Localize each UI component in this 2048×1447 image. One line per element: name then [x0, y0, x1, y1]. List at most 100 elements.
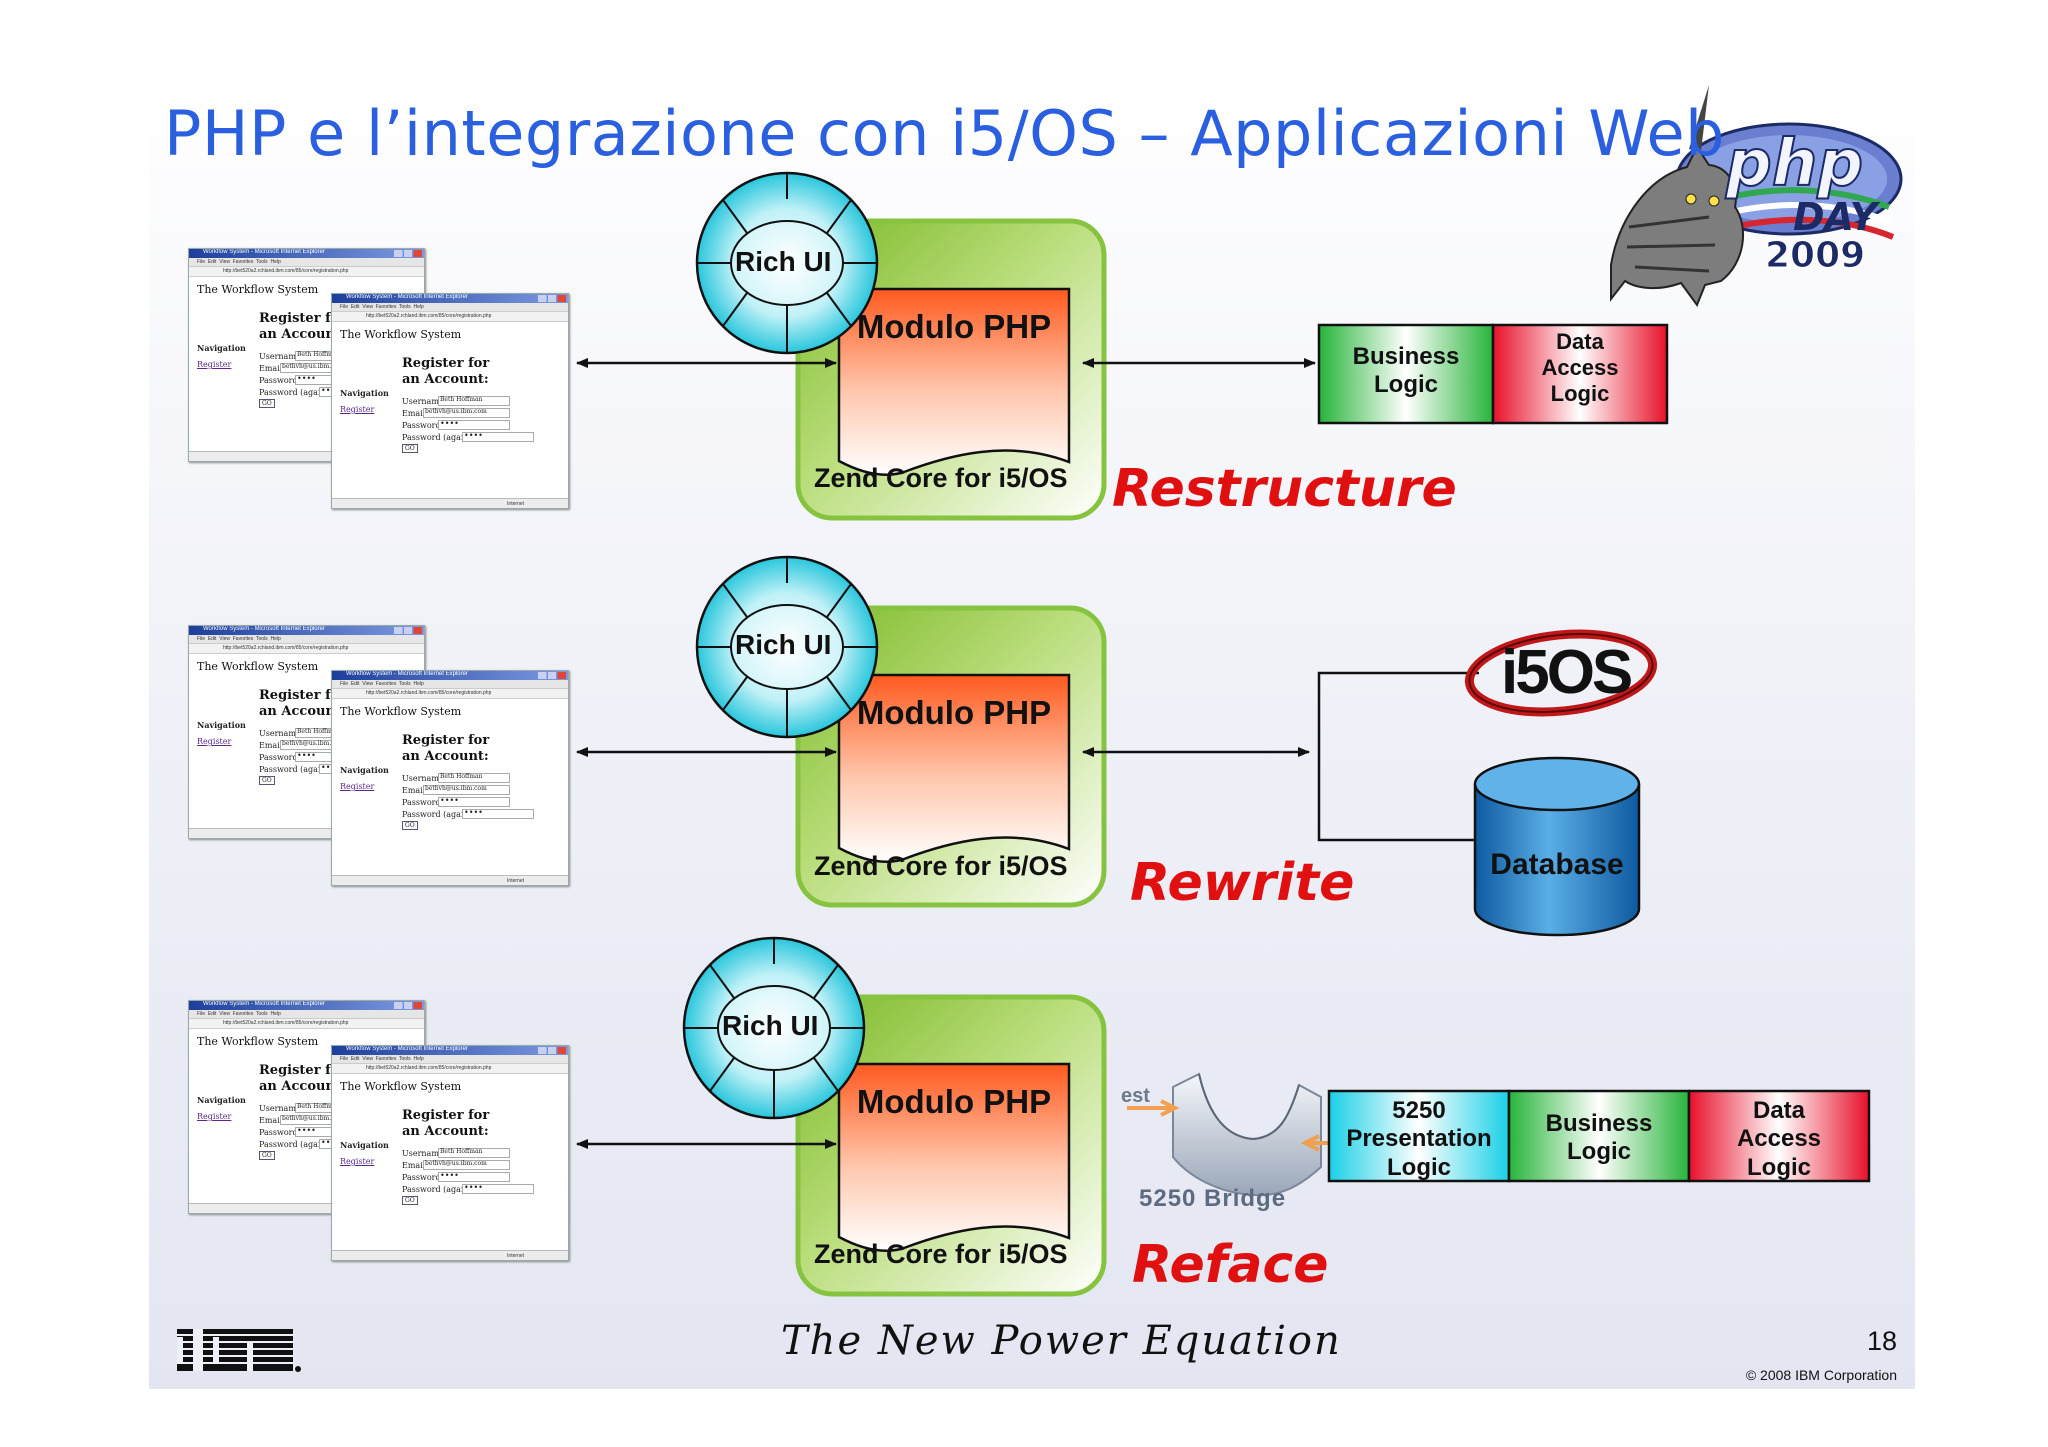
username-field[interactable] [438, 396, 510, 406]
modulo-php-label-1: Modulo PHP [856, 308, 1052, 345]
password-again-field[interactable] [462, 809, 534, 819]
data-access-box-1 [1491, 323, 1669, 425]
rich-ui-wheel-2 [695, 555, 879, 739]
modulo-php-shape-2 [837, 673, 1071, 864]
form-title: Register for an Account: [402, 733, 490, 764]
password-value: •••• [297, 1126, 316, 1135]
menu-items[interactable]: File Edit View Favorites Tools Help [197, 1011, 281, 1017]
presentation-label-3: 5250 Presentation Logic [1346, 1097, 1492, 1181]
email-field[interactable] [423, 408, 510, 418]
password-label: Password: [259, 376, 301, 385]
copyright: © 2008 IBM Corporation [1745, 1367, 1897, 1383]
go-button[interactable]: GO [402, 821, 418, 830]
address-text[interactable]: http://bet520a2.rchland.ibm.com/85/core/… [366, 313, 492, 319]
password-again-field[interactable] [462, 432, 534, 442]
password-again-value: •••• [321, 1138, 340, 1147]
password-field[interactable] [438, 797, 510, 807]
modulo-php-shape-3 [837, 1062, 1071, 1253]
address-bar[interactable] [332, 689, 568, 699]
window-titlebar [189, 249, 424, 258]
username-field[interactable] [438, 773, 510, 783]
go-button[interactable]: GO [402, 1196, 418, 1205]
menu-items[interactable]: File Edit View Favorites Tools Help [197, 259, 281, 265]
phpday-logo-graphic [1610, 85, 1903, 308]
username-value: Beth Hoffman [440, 396, 483, 403]
address-bar[interactable] [332, 312, 568, 322]
menu-bar[interactable] [189, 258, 424, 267]
menu-bar[interactable] [332, 303, 568, 312]
window-controls[interactable] [394, 250, 422, 257]
address-bar[interactable] [189, 267, 424, 277]
database-label: Database [1490, 848, 1624, 881]
password-label: Password: [402, 1173, 444, 1182]
bridge-label: 5250 Bridge [1139, 1185, 1287, 1212]
business-logic-label-3: Business Logic [1545, 1110, 1653, 1166]
go-button[interactable]: GO [402, 444, 418, 453]
window-controls[interactable] [394, 1002, 422, 1009]
nav-register-link[interactable]: Register [340, 405, 375, 414]
zend-label-2: Zend Core for i5/OS [814, 851, 1068, 881]
username-label: Username: [402, 1149, 447, 1158]
nav-register-link[interactable]: Register [197, 360, 232, 369]
password-value: •••• [297, 374, 316, 383]
modulo-php-shape-1 [837, 287, 1071, 477]
menu-bar[interactable] [332, 680, 568, 689]
menu-items[interactable]: File Edit View Favorites Tools Help [340, 681, 424, 687]
browser-window-1-2: Workflow System - Microsoft Internet Exp… [331, 293, 569, 509]
go-button[interactable]: GO [259, 1151, 275, 1160]
modulo-php-label-3: Modulo PHP [856, 1083, 1052, 1120]
menu-bar[interactable] [189, 1010, 424, 1019]
window-controls[interactable] [538, 1047, 566, 1054]
nav-register-link[interactable]: Register [197, 1112, 232, 1121]
status-bar [332, 875, 568, 885]
address-text[interactable]: http://bet520a2.rchland.ibm.com/85/core/… [366, 690, 492, 696]
email-label: Email: [259, 364, 286, 373]
email-value: bethvh@us.ibm.com [282, 1115, 344, 1122]
nav-register-link[interactable]: Register [340, 1157, 375, 1166]
menu-items[interactable]: File Edit View Favorites Tools Help [340, 1056, 424, 1062]
menu-bar[interactable] [332, 1055, 568, 1064]
password-field[interactable] [438, 420, 510, 430]
nav-label: Navigation [197, 343, 246, 353]
window-controls[interactable] [394, 627, 422, 634]
rich-ui-wheel-1 [695, 171, 879, 355]
address-bar[interactable] [189, 644, 424, 654]
email-field[interactable] [423, 785, 510, 795]
address-text[interactable]: http://bet520a2.rchland.ibm.com/85/core/… [223, 268, 349, 274]
address-text[interactable]: http://bet520a2.rchland.ibm.com/85/core/… [223, 1020, 349, 1026]
email-field[interactable] [423, 1160, 510, 1170]
go-button[interactable]: GO [259, 399, 275, 408]
menu-items[interactable]: File Edit View Favorites Tools Help [197, 636, 281, 642]
address-text[interactable]: http://bet520a2.rchland.ibm.com/85/core/… [223, 645, 349, 651]
business-logic-label-1: Business Logic [1352, 343, 1460, 399]
form-title: Register for an Account: [259, 311, 347, 342]
nav-label: Navigation [340, 765, 389, 775]
email-value: bethvh@us.ibm.com [425, 785, 487, 792]
window-title: Workflow System - Microsoft Internet Exp… [203, 626, 325, 632]
password-field[interactable] [438, 1172, 510, 1182]
address-bar[interactable] [189, 1019, 424, 1029]
username-value: Beth Hoffman [440, 1148, 483, 1155]
rich-ui-label-1: Rich UI [735, 246, 832, 277]
menu-items[interactable]: File Edit View Favorites Tools Help [340, 304, 424, 310]
address-bar[interactable] [332, 1064, 568, 1074]
username-field[interactable] [438, 1148, 510, 1158]
status-bar [189, 1203, 424, 1213]
window-controls[interactable] [538, 295, 566, 302]
nav-register-link[interactable]: Register [340, 782, 375, 791]
menu-bar[interactable] [189, 635, 424, 644]
nav-register-link[interactable]: Register [197, 737, 232, 746]
status-bar [332, 498, 568, 508]
email-value: bethvh@us.ibm.com [425, 1160, 487, 1167]
phpday-logo: php DAY 2009 [1711, 126, 1915, 297]
window-controls[interactable] [538, 672, 566, 679]
nav-label: Navigation [340, 1140, 389, 1150]
email-value: bethvh@us.ibm.com [425, 408, 487, 415]
password-again-field[interactable] [462, 1184, 534, 1194]
browser-window-2-2: Workflow System - Microsoft Internet Exp… [331, 670, 569, 886]
rich-ui-wheel-3 [682, 936, 866, 1120]
go-button[interactable]: GO [259, 776, 275, 785]
address-text[interactable]: http://bet520a2.rchland.ibm.com/85/core/… [366, 1065, 492, 1071]
password-label: Password: [402, 798, 444, 807]
page-heading: The Workflow System [340, 328, 462, 341]
